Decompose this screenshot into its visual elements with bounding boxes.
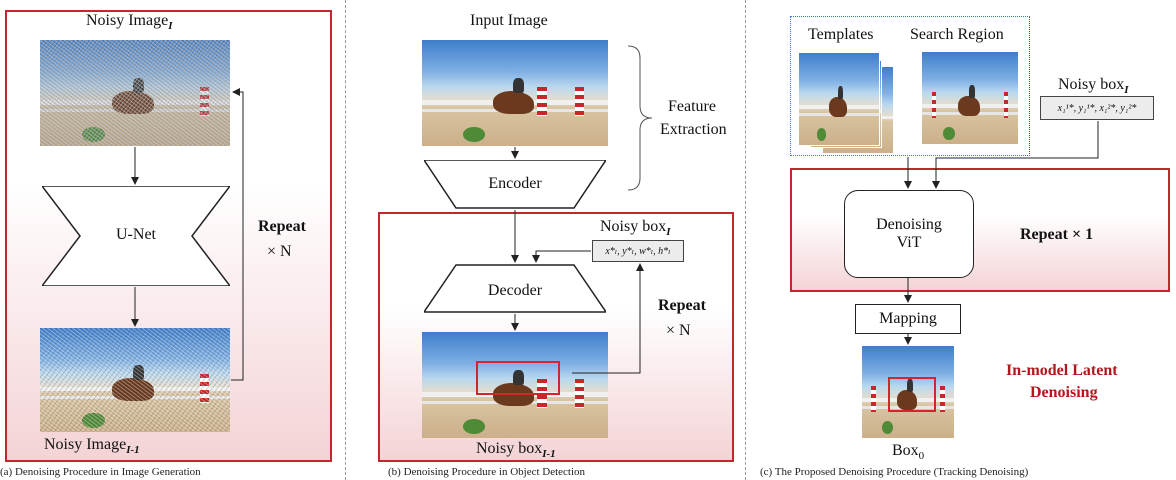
denoising-vit-block: Denoising ViT [844,190,974,278]
mapping-block: Mapping [855,304,961,334]
vit-label: ViT [896,234,922,251]
panel-b-box-coords: x*ₗ, y*ₗ, w*ₗ, h*ₗ [592,240,684,262]
panel-b-times-n: × N [666,322,691,339]
panel-c-caption: (c) The Proposed Denoising Procedure (Tr… [760,466,1029,478]
panel-a-repeat: Repeat [258,218,306,235]
in-model-label-2: Denoising [1030,384,1098,401]
detection-image [422,332,608,438]
noisy-image-bottom [40,328,230,432]
feature-bracket [627,45,653,191]
separator-right [745,0,746,480]
templates-label: Templates [808,26,874,43]
panel-a-caption: (a) Denoising Procedure in Image Generat… [0,466,201,478]
template-image [798,52,880,146]
unet-label: U-Net [116,226,156,243]
noisy-image-top [40,40,230,146]
detection-bbox [475,360,560,395]
search-region-label: Search Region [910,26,1004,43]
panel-b-bottom-label: Noisy boxI-1 [476,440,556,461]
encoder-label: Encoder [488,175,542,192]
input-image [422,40,608,146]
separator-left [345,0,346,480]
search-region-image [922,52,1018,144]
feature-extraction-label-1: Feature [668,98,716,115]
decoder-label: Decoder [487,282,543,299]
panel-b-caption: (b) Denoising Procedure in Object Detect… [388,466,586,478]
output-image [862,346,954,438]
panel-b-repeat: Repeat [658,297,706,314]
denoising-label: Denoising [876,216,942,233]
panel-a-times-n: × N [267,243,292,260]
panel-a-bottom-label: Noisy ImageI-1 [44,436,140,457]
panel-b-noisy-box-label: Noisy boxI [600,218,671,239]
panel-c-repeat: Repeat × 1 [1020,226,1094,243]
unet-block: U-Net [42,186,230,286]
output-bbox [887,377,936,413]
panel-c-noisy-box-label: Noisy boxI [1058,76,1129,97]
feature-extraction-label-2: Extraction [660,121,727,138]
decoder-block: Decoder [424,264,606,314]
templates-frame [790,16,1030,156]
box0-label: Box0 [892,442,925,463]
panel-c-box-coords: x₁¹*, y₁¹*, x₁²*, y₁²* [1040,96,1154,120]
in-model-label-1: In-model Latent [1006,362,1118,379]
panel-a-top-label: Noisy ImageI [86,12,173,33]
encoder-block: Encoder [424,160,606,210]
panel-b-input-label: Input Image [470,12,548,29]
